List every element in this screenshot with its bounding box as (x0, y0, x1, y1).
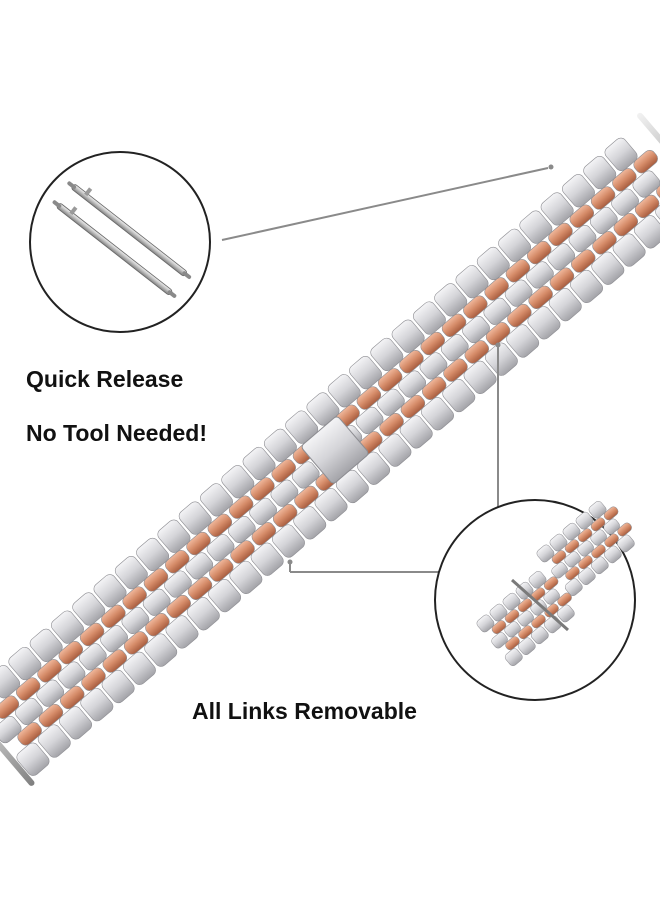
band-link (136, 537, 220, 631)
band-link (562, 174, 646, 267)
band-link (412, 301, 497, 394)
band-link (51, 610, 135, 704)
band-link (455, 265, 540, 358)
band-link (157, 519, 242, 613)
band-link (540, 192, 625, 285)
band-link (114, 556, 199, 649)
end-pin (0, 694, 35, 786)
band-link (93, 574, 178, 667)
band-link (498, 228, 582, 322)
quick-release-caption: Quick Release (26, 366, 184, 392)
band-link (0, 665, 71, 758)
band-link (391, 319, 476, 413)
band-link (327, 374, 412, 467)
band-link (476, 246, 561, 340)
band-link (29, 628, 114, 722)
band-link (72, 592, 156, 685)
band-link (349, 356, 433, 449)
band-link (604, 137, 660, 231)
detached-link-segment (536, 500, 635, 596)
band-link (0, 695, 50, 776)
all-links-removable-caption: All Links Removable (192, 698, 417, 724)
band-link (242, 446, 327, 540)
band-link (200, 483, 284, 576)
watch-band (0, 112, 660, 786)
band-link (8, 646, 92, 740)
end-pin (637, 112, 660, 204)
no-tool-needed-caption: No Tool Needed! (26, 420, 208, 446)
band-link (221, 465, 305, 558)
spring-bar-pins-icon (29, 151, 211, 333)
detached-links-icon (434, 499, 636, 701)
band-link (434, 283, 518, 376)
band-link (370, 337, 454, 431)
clasp (301, 416, 369, 484)
detached-link-segment (476, 570, 575, 666)
band-link (519, 210, 603, 304)
leader-lines (221, 164, 554, 573)
band-link (178, 501, 263, 595)
